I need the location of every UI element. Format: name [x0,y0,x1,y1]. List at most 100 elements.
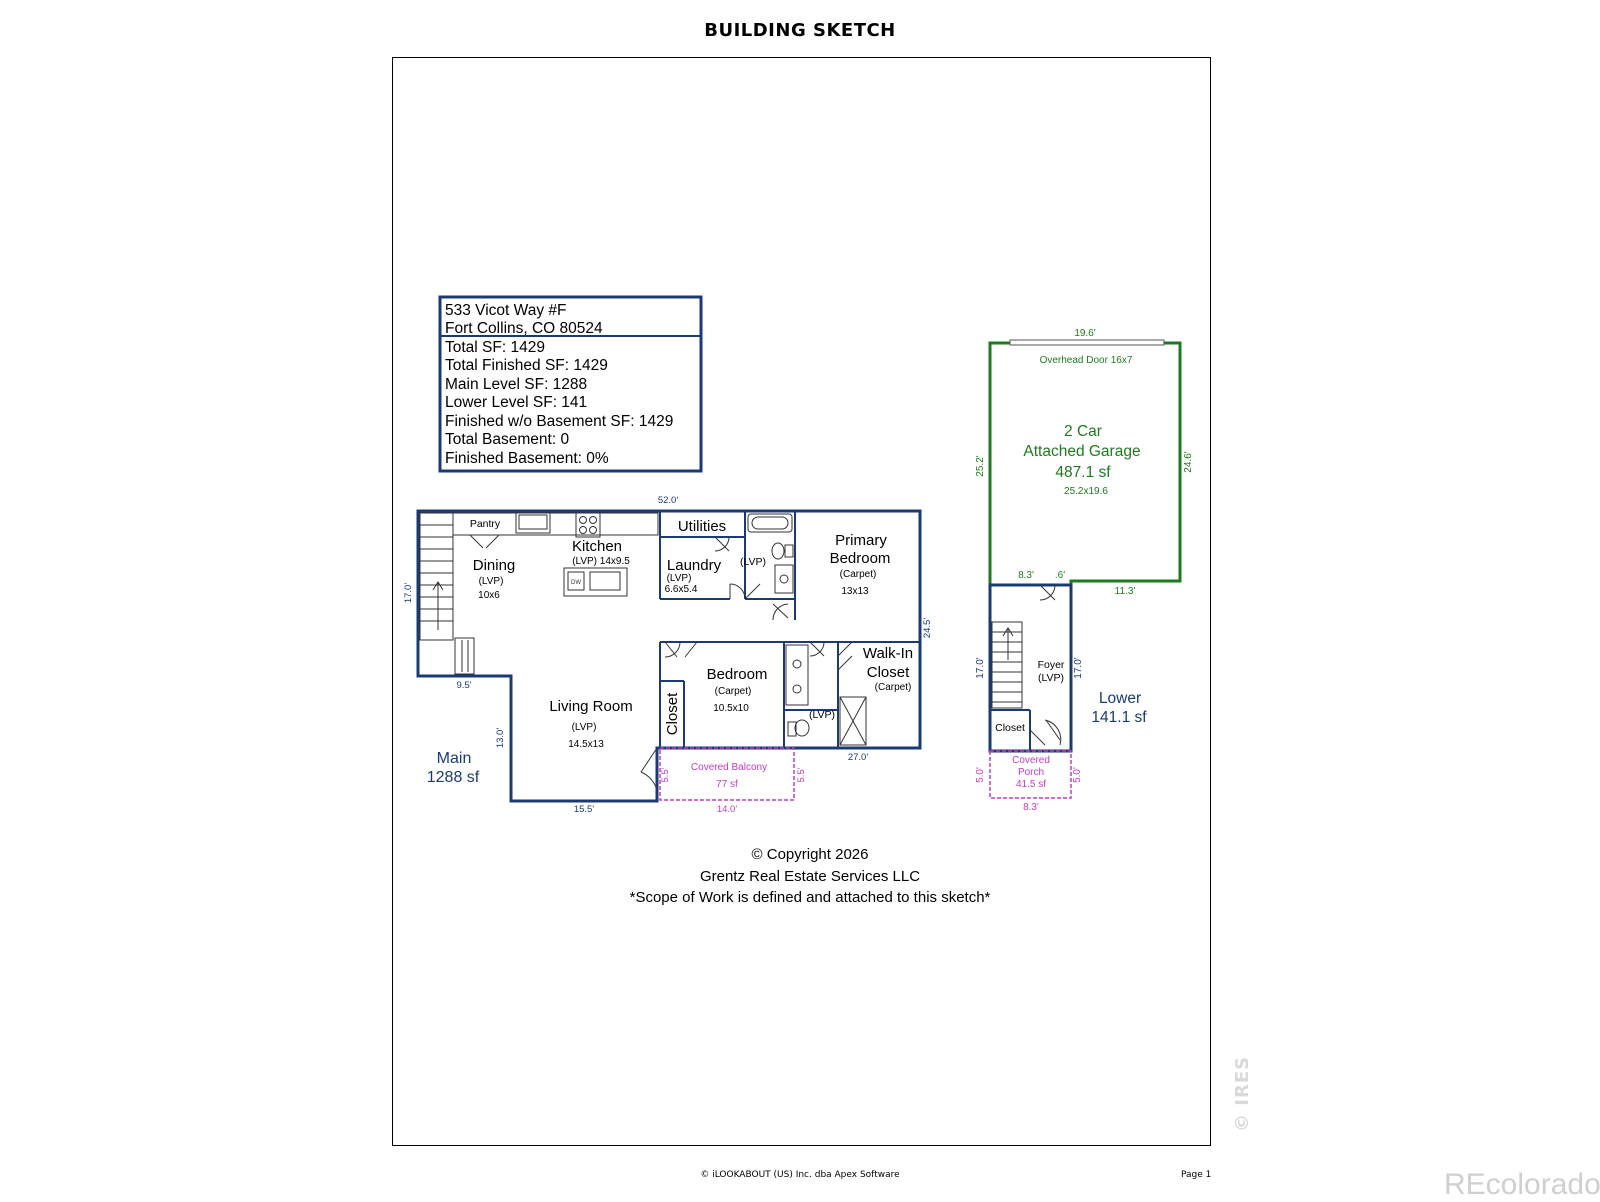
kitchen-counters [452,512,659,597]
dim-garage-left: 25.2' [975,455,986,476]
footer-credit: © iLOOKABOUT (US) Inc. dba Apex Software [700,1170,900,1180]
balcony-dim-right: 5.5' [796,767,807,782]
garage-door-label: Overhead Door 16x7 [1040,355,1133,366]
main-level-plan: DW [403,495,933,815]
page-number: Page 1 [1181,1170,1212,1180]
info-box: 533 Vicot Way #F Fort Collins, CO 80524 … [438,295,703,473]
room-bedroom-closet: Closet [664,692,681,735]
dim-main-bedroom-bottom: 27.0' [848,752,868,763]
main-level-area: 1288 sf [427,769,480,786]
balcony-dim-width: 14.0' [717,804,737,815]
room-living-floor: (LVP) [572,722,597,733]
dishwasher-label: DW [571,580,581,586]
dim-main-inner: 13.0' [495,728,506,748]
dim-main-step: 9.5' [456,680,471,691]
porch-dim-width: 8.3' [1023,802,1039,813]
info-address-line2: Fort Collins, CO 80524 [445,320,603,337]
garage-plan: 19.6' Overhead Door 16x7 2 Car Attached … [975,328,1194,597]
dim-lower-right: 17.0' [1073,657,1084,678]
balcony-area: 77 sf [716,779,738,790]
room-kitchen-detail: (LVP) 14x9.5 [572,556,630,567]
info-lower-level-sf: Lower Level SF: 141 [445,394,587,411]
garage-line2: Attached Garage [1023,443,1140,460]
dim-garage-step-right: 11.3' [1115,586,1136,597]
dim-main-top: 52.0' [658,495,678,506]
dim-garage-step-small: .6' [1055,570,1065,581]
room-bath2-floor: (LVP) [809,709,835,721]
room-dining: Dining [473,557,516,574]
porch-line2: Porch [1018,767,1044,778]
dim-garage-step-left: 8.3' [1018,570,1034,581]
main-level-name: Main [437,750,472,767]
room-utilities: Utilities [678,518,726,535]
porch-line1: Covered [1012,755,1050,766]
room-laundry: Laundry [667,557,722,574]
room-kitchen: Kitchen [572,538,622,555]
room-dining-size: 10x6 [478,590,500,601]
page-title: BUILDING SKETCH [704,20,896,41]
garage-area: 487.1 sf [1055,464,1111,481]
interior-walls [659,511,920,748]
room-living-size: 14.5x13 [568,739,604,750]
room-bath1-floor: (LVP) [740,556,766,568]
garage-line1: 2 Car [1064,423,1102,440]
info-address-line1: 533 Vicot Way #F [445,302,566,319]
info-total-sf: Total SF: 1429 [445,339,545,356]
room-primary-bedroom: Bedroom [830,550,891,567]
covered-porch: Covered Porch 41.5 sf 8.3' 5.0' 5.0' [975,750,1083,813]
porch-dim-left: 5.0' [975,767,986,783]
copyright-line1: © Copyright 2026 [751,846,869,863]
door-swings [640,536,853,791]
dim-main-right: 24.5' [922,618,933,638]
dim-garage-right: 24.6' [1183,451,1194,472]
porch-dim-right: 5.0' [1072,767,1083,783]
sketch-sheet-border [392,57,1211,1146]
room-living: Living Room [549,698,632,715]
dim-main-bottom: 15.5' [574,804,594,815]
room-bedroom: Bedroom [707,666,768,683]
room-walkin-floor: (Carpet) [875,682,912,693]
room-pantry: Pantry [470,518,501,530]
room-bedroom-floor: (Carpet) [715,686,752,697]
lower-foyer-floor: (LVP) [1038,672,1064,684]
copyright-scope-note: *Scope of Work is defined and attached t… [629,889,991,906]
lower-closet: Closet [995,722,1025,734]
garage-overhead-door [1009,339,1165,346]
porch-area: 41.5 sf [1016,779,1046,790]
room-primary-floor: (Carpet) [840,569,877,580]
lower-level-area: 141.1 sf [1091,709,1147,726]
dim-lower-left: 17.0' [975,657,986,678]
dim-main-left: 17.0' [403,583,414,603]
room-laundry-floor: (LVP) [667,573,692,584]
lower-stairs [991,621,1023,709]
info-main-level-sf: Main Level SF: 1288 [445,376,587,393]
copyright-line2: Grentz Real Estate Services LLC [699,868,921,885]
room-walkin-closet: Closet [867,664,910,681]
balcony-name: Covered Balcony [691,762,767,773]
bath-fixtures [747,513,867,746]
info-total-finished-sf: Total Finished SF: 1429 [445,357,608,374]
lower-level-plan: Foyer (LVP) Closet 17.0' 17.0' Lower 141… [975,583,1147,813]
info-finished-wo-basement: Finished w/o Basement SF: 1429 [445,413,673,430]
covered-balcony: Covered Balcony 77 sf 14.0' 5.5' 5.5' [659,747,807,815]
room-dining-floor: (LVP) [479,576,504,587]
main-level-outline [416,509,922,803]
recolorado-watermark: REcolorado [1444,1168,1600,1201]
lower-level-name: Lower [1099,690,1141,707]
ires-watermark: © IRES [1232,1055,1253,1132]
lower-door-swings [1029,584,1062,746]
garage-size: 25.2x19.6 [1064,486,1108,497]
info-total-basement: Total Basement: 0 [445,431,569,448]
lower-foyer: Foyer [1038,659,1065,671]
room-laundry-size: 6.6x5.4 [665,584,698,595]
room-bedroom-size: 10.5x10 [713,703,749,714]
info-finished-basement: Finished Basement: 0% [445,450,609,467]
main-stairs [419,512,475,675]
room-primary: Primary [835,532,887,549]
balcony-dim-left: 5.5' [660,767,671,782]
dim-garage-top: 19.6' [1074,328,1095,339]
room-primary-size: 13x13 [841,586,869,597]
pantry-door [453,534,509,549]
room-walkin: Walk-In [863,645,913,662]
